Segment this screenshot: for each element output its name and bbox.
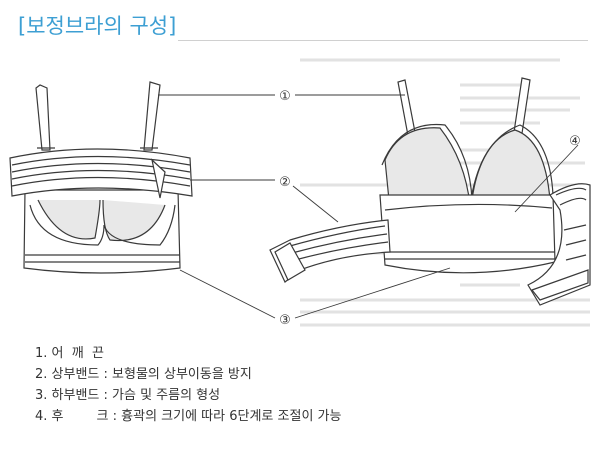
- callout-4: ④: [569, 134, 581, 149]
- legend-item-upper-band: 2. 상부밴드 : 보형물의 상부이동을 방지: [35, 367, 252, 382]
- legend-item-shoulder-strap: 1. 어 깨 끈: [35, 346, 104, 361]
- legend: 1. 어 깨 끈 2. 상부밴드 : 보형물의 상부이동을 방지 3. 하부밴드…: [35, 343, 341, 427]
- callout-2: ②: [279, 175, 291, 190]
- back-view-bra: [269, 77, 591, 306]
- legend-item-lower-band: 3. 하부밴드 : 가슴 및 주름의 형성: [35, 388, 221, 403]
- upper-band-front: [9, 148, 193, 197]
- right-strap: [143, 81, 161, 151]
- callout-lines: [158, 94, 579, 319]
- title-divider: [178, 40, 588, 41]
- front-view-bra: [9, 81, 193, 274]
- left-strap: [35, 84, 51, 151]
- legend-item-hook: 4. 후 크 : 흉곽의 크기에 따라 6단계로 조절이 가능: [35, 409, 342, 424]
- bra-diagram: ① ② ③ ④: [9, 58, 591, 328]
- callout-3: ③: [279, 313, 291, 328]
- page-title: [보정브라의 구성]: [18, 14, 177, 38]
- callout-1: ①: [279, 89, 291, 104]
